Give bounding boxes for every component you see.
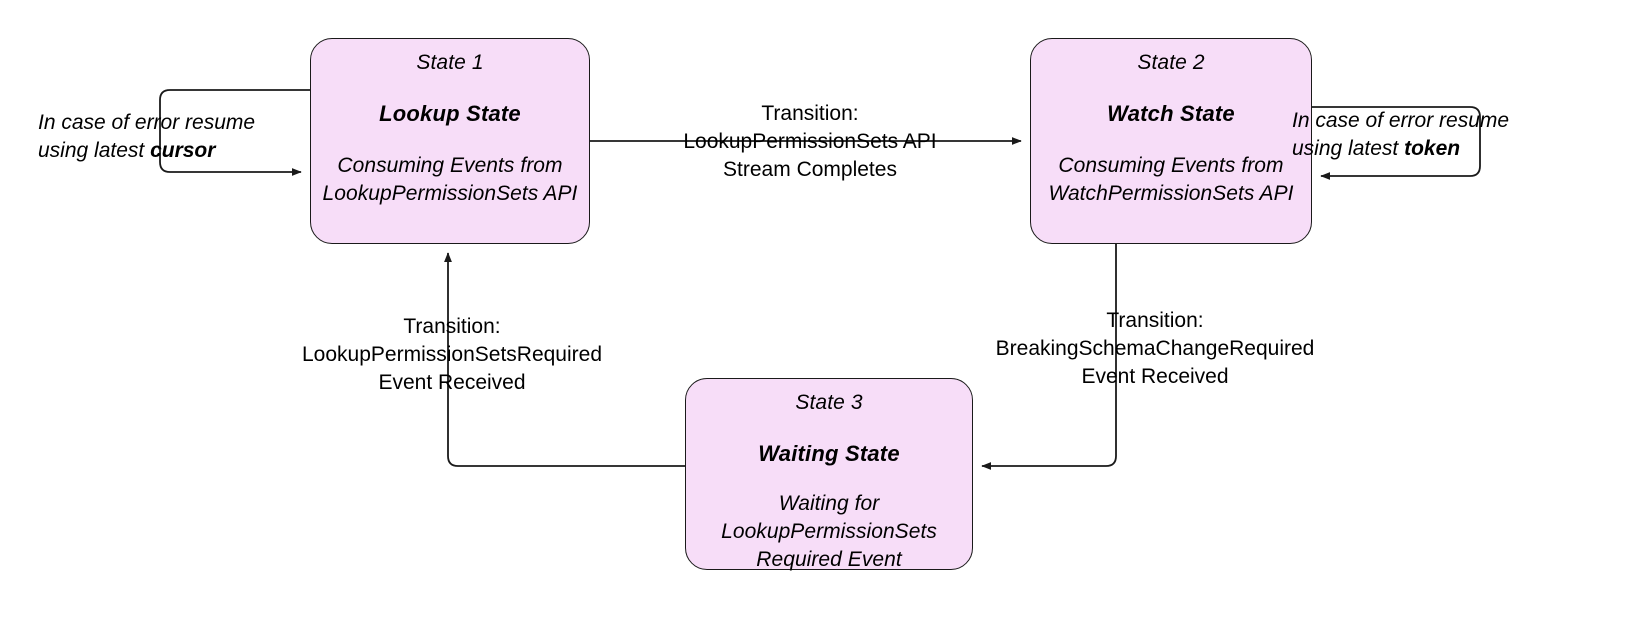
self-loop-note-prefix: using latest [1292,136,1405,160]
state-node-lookup[interactable]: State 1 Lookup State Consuming Events fr… [310,38,590,244]
state-node-title: Watch State [1107,101,1235,127]
self-loop-note-line-2: using latest token [1292,135,1542,163]
edge-label-waiting-to-lookup: Transition: LookupPermissionSetsRequired… [272,313,632,397]
self-loop-note-line-1: In case of error resume [1292,109,1510,132]
state-node-id: State 2 [1137,51,1205,74]
edge-label-line-3: Event Received [1081,364,1229,388]
edge-label-line-2: BreakingSchemaChangeRequired [995,336,1315,360]
self-loop-note-watch: In case of error resume using latest tok… [1292,107,1542,163]
edge-label-watch-to-waiting: Transition: BreakingSchemaChangeRequired… [960,307,1350,391]
state-node-waiting[interactable]: State 3 Waiting State Waiting for Lookup… [685,378,973,571]
self-loop-note-line-2: using latest cursor [38,137,288,165]
self-loop-note-emphasis: token [1404,136,1461,160]
state-node-description: Waiting for LookupPermissionSets Require… [721,492,937,572]
edge-label-line-1: Transition: [1106,309,1204,332]
state-node-description: Consuming Events from WatchPermissionSet… [1048,154,1294,206]
self-loop-note-prefix: using latest [38,138,151,162]
self-loop-note-lookup: In case of error resume using latest cur… [38,109,288,165]
state-node-title: Lookup State [379,101,521,127]
edge-label-line-2: LookupPermissionSetsRequired [302,342,602,366]
state-node-id: State 1 [416,51,484,74]
self-loop-note-emphasis: cursor [150,138,216,162]
edge-label-line-1: Transition: [403,315,501,338]
self-loop-note-line-1: In case of error resume [38,111,256,134]
edge-label-lookup-to-watch: Transition: LookupPermissionSets API Str… [620,100,1000,184]
edge-label-line-2: LookupPermissionSets API [683,129,937,153]
state-node-id: State 3 [795,391,863,414]
state-node-watch[interactable]: State 2 Watch State Consuming Events fro… [1030,38,1312,244]
state-node-description: Consuming Events from LookupPermissionSe… [322,154,578,206]
state-node-title: Waiting State [758,441,900,467]
edge-label-line-3: Stream Completes [723,157,897,181]
edge-label-line-3: Event Received [378,370,526,394]
edge-label-line-1: Transition: [761,102,859,125]
